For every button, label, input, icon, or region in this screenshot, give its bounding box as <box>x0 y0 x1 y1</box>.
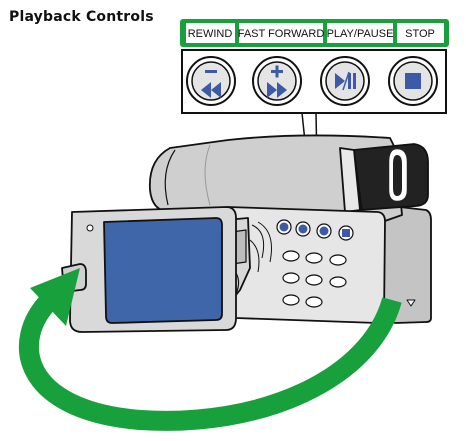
rotate-arrow-icon <box>18 268 402 431</box>
button-callout <box>181 49 447 219</box>
play-pause-icon <box>335 71 356 91</box>
camcorder <box>61 134 432 333</box>
panel-button[interactable] <box>282 294 300 306</box>
fast-forward-button[interactable] <box>252 56 302 106</box>
rotate-arrow-shaft <box>18 292 402 431</box>
lcd-sensor <box>86 224 94 232</box>
panel-playback-buttons <box>276 219 354 241</box>
viewfinder-base <box>339 147 361 213</box>
fast-forward-icon <box>267 65 287 98</box>
panel-button[interactable] <box>329 254 347 266</box>
panel-menu-buttons <box>282 250 347 308</box>
body-contour-2 <box>204 144 211 206</box>
panel-rewind-button[interactable] <box>276 219 292 235</box>
panel-button[interactable] <box>282 272 300 284</box>
lcd-screen <box>103 217 223 324</box>
stop-label: STOP <box>405 28 435 40</box>
speaker-grille <box>249 221 272 273</box>
rewind-label: REWIND <box>188 28 233 40</box>
play-pause-label-box <box>327 23 393 43</box>
label-bar: REWIND FAST FORWARD PLAY/PAUSE STOP <box>180 19 449 47</box>
fast-forward-label-box <box>239 23 323 43</box>
rewind-icon <box>201 70 221 98</box>
grip-arrow-icon <box>406 299 416 307</box>
play-pause-label: PLAY/PAUSE <box>327 28 394 40</box>
panel-button[interactable] <box>329 276 347 288</box>
play-pause-button[interactable] <box>320 56 370 106</box>
panel-fast-forward-button[interactable] <box>295 221 311 237</box>
fast-forward-label: FAST FORWARD <box>238 28 325 40</box>
panel-play-pause-button[interactable] <box>316 223 332 239</box>
stop-button[interactable] <box>388 56 438 106</box>
page-title: Playback Controls <box>9 9 154 25</box>
panel-button[interactable] <box>305 274 323 286</box>
panel-stop-button[interactable] <box>338 225 354 241</box>
rewind-label-box <box>186 23 235 43</box>
stop-icon <box>405 73 421 89</box>
panel-button[interactable] <box>282 250 300 262</box>
panel-button[interactable] <box>305 296 323 308</box>
rotate-arrow-head <box>30 268 80 326</box>
body-contour <box>164 149 176 206</box>
rewind-button[interactable] <box>186 56 236 106</box>
panel-button[interactable] <box>305 252 323 264</box>
stop-label-box <box>397 23 444 43</box>
